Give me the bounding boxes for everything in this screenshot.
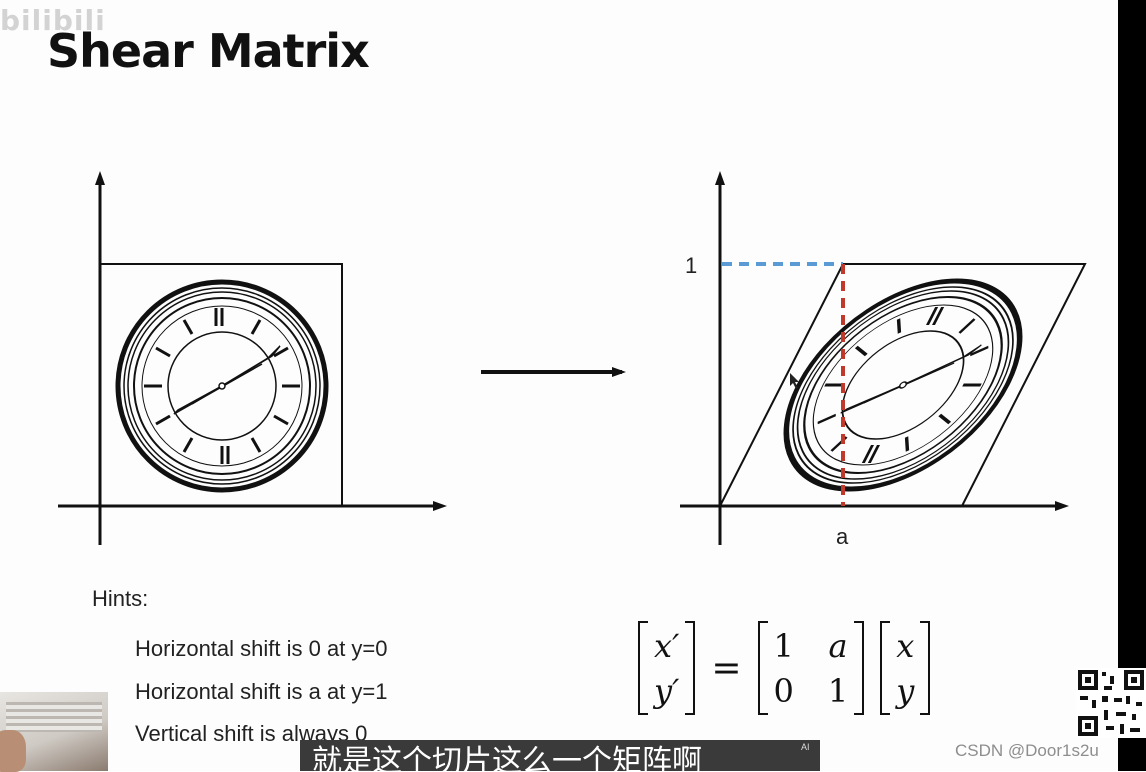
right-border [1118,0,1146,771]
tick-label-a: a [836,524,849,549]
equals-sign: = [711,647,742,689]
hints-heading: Hints: [92,586,149,611]
shear-equation: x′ y′ = 1 0 a 1 x y [638,618,931,718]
shear-matrix: 1 0 a 1 [757,619,865,717]
right-axes [680,171,1069,545]
lhs-vector: x′ y′ [638,619,696,717]
rhs-x: x [896,626,915,665]
qr-code[interactable] [1076,668,1146,738]
rhs-y: y [896,671,915,710]
webcam-overlay [0,692,108,772]
original-square [99,263,343,507]
window-blinds [6,702,102,732]
rhs-vector: x y [880,619,931,717]
tick-label-one: 1 [685,253,698,278]
shear-figure [58,171,1087,545]
lhs-y: y′ [654,671,680,710]
m11: 1 [773,626,794,665]
video-subtitle: 就是这个切片这么一个矩阵啊 [300,740,820,771]
hint-2: Horizontal shift is a at y=1 [135,679,388,704]
sheared-parallelogram [718,263,1087,507]
mouse-cursor [790,373,799,389]
left-axes [58,171,447,545]
m21: 0 [773,671,794,710]
sheared-clock-image [746,281,1060,489]
clock-image [118,282,326,490]
lhs-x: x′ [654,626,680,665]
presenter-face [0,730,26,772]
m12: a [828,626,848,665]
slide [0,0,1118,771]
hint-1: Horizontal shift is 0 at y=0 [135,636,388,661]
ai-subtitle-badge: AI [801,742,810,752]
m22: 1 [827,671,849,710]
video-watermark: bilibili [0,4,106,37]
slide-title: Shear Matrix [47,24,370,78]
csdn-watermark: CSDN @Door1s2u [955,741,1099,760]
